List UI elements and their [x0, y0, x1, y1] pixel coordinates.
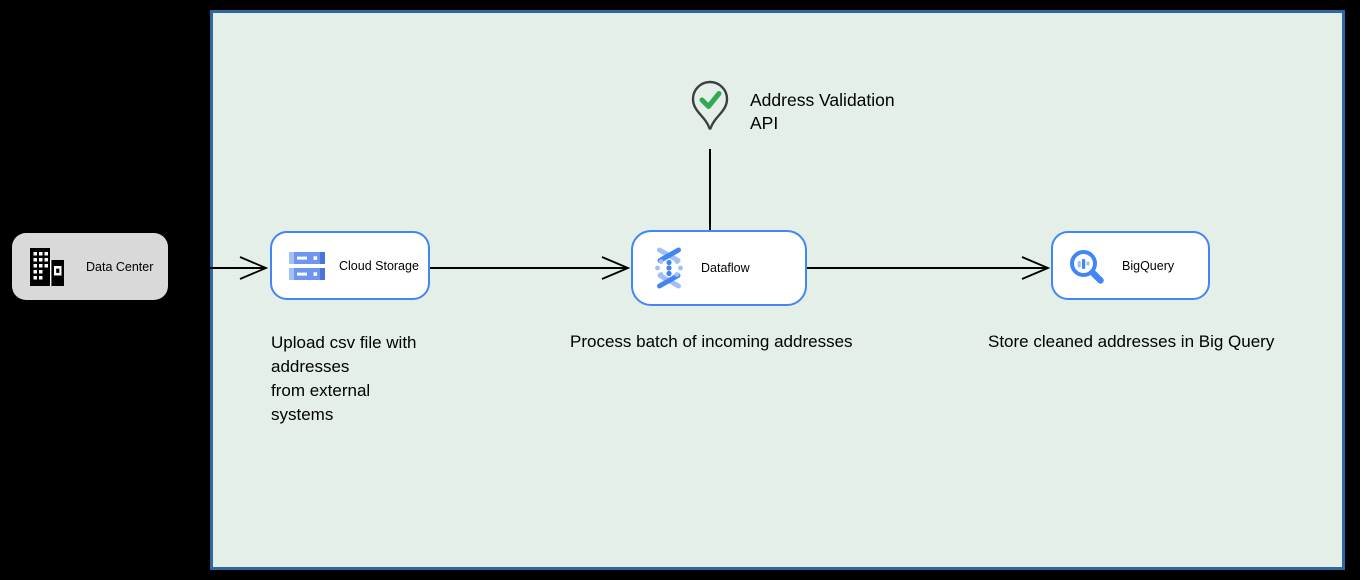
caption-bigquery: Store cleaned addresses in Big Query	[988, 332, 1275, 351]
caption-line: addresses	[271, 357, 350, 376]
caption-line: Upload csv file with	[271, 333, 417, 352]
node-bigquery[interactable]: BigQuery	[1051, 231, 1210, 300]
bigquery-icon	[1070, 249, 1104, 284]
node-label-dataflow: Dataflow	[701, 261, 750, 275]
annotation-line: Address Validation	[750, 90, 895, 110]
node-label-cloud-storage: Cloud Storage	[339, 258, 419, 273]
annotation-line: API	[750, 113, 779, 133]
cloud-storage-icon	[289, 251, 325, 280]
caption-cloud-storage: Upload csv file with addresses from exte…	[271, 331, 417, 427]
node-cloud-storage[interactable]: Cloud Storage	[270, 231, 430, 300]
caption-dataflow: Process batch of incoming addresses	[570, 332, 853, 351]
node-dataflow[interactable]: Dataflow	[631, 230, 807, 306]
caption-line: systems	[271, 405, 334, 424]
dataflow-icon	[655, 247, 683, 289]
map-pin-check-icon[interactable]	[690, 80, 730, 134]
building-icon	[30, 247, 64, 286]
node-label-bigquery: BigQuery	[1122, 258, 1175, 273]
node-label-data-center: Data Center	[86, 259, 154, 274]
annotation-address-validation: Address Validation API	[750, 89, 895, 135]
caption-line: from external	[271, 381, 371, 400]
node-data-center[interactable]: Data Center	[12, 233, 168, 300]
